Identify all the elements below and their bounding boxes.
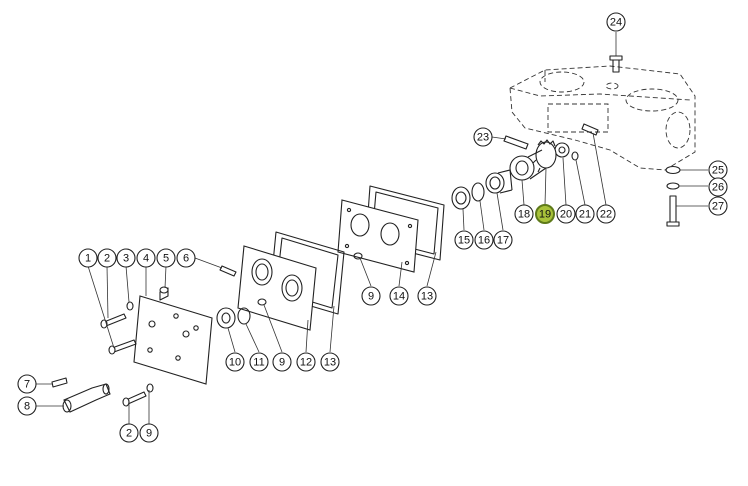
callout-c27[interactable]: 27: [708, 196, 728, 216]
part-6-pin: [219, 265, 237, 277]
callout-number: 13: [421, 291, 433, 303]
callout-number: 27: [712, 201, 724, 213]
callout-number: 25: [712, 165, 724, 177]
callout-c9b[interactable]: 9: [272, 352, 292, 372]
callout-c24[interactable]: 24: [606, 12, 626, 32]
callout-number: 13: [324, 357, 336, 369]
callout-c9c[interactable]: 9: [361, 286, 381, 306]
callout-number: 20: [560, 209, 572, 221]
callout-c14[interactable]: 14: [389, 286, 409, 306]
callout-number: 21: [579, 209, 591, 221]
callout-number: 9: [368, 291, 374, 303]
part-18-bearing: [509, 149, 547, 181]
pump-housing: [509, 65, 696, 171]
callout-c15[interactable]: 15: [454, 230, 474, 250]
callout-number: 8: [24, 401, 30, 413]
part-12-wear-plate: [237, 245, 317, 331]
callout-c1[interactable]: 1: [78, 248, 98, 268]
part-16-o-ring: [471, 182, 485, 202]
callout-c10[interactable]: 10: [225, 352, 245, 372]
part-15-seal: [451, 186, 471, 210]
part-22-pin: [581, 123, 599, 136]
part-25-27-stud-washer-nut: [665, 165, 681, 227]
part-3-washer: [126, 301, 134, 311]
part-9-oring-mid: [257, 298, 267, 306]
part-2-bolt-lower: [122, 391, 147, 407]
callout-number: 2: [126, 428, 132, 440]
part-24-screw: [609, 55, 623, 73]
part-14-plate: [337, 199, 419, 273]
callout-number: 22: [600, 209, 612, 221]
callout-number: 19: [539, 209, 551, 221]
callout-c13a[interactable]: 13: [320, 352, 340, 372]
callout-c7[interactable]: 7: [17, 374, 37, 394]
callout-c12[interactable]: 12: [296, 352, 316, 372]
callout-number: 12: [300, 357, 312, 369]
part-2-bolt-upper: [100, 313, 127, 329]
callout-number: 15: [458, 235, 470, 247]
part-21-small-ring: [571, 151, 579, 161]
callout-number: 7: [24, 379, 30, 391]
callout-number: 4: [143, 253, 149, 265]
callout-number: 17: [497, 235, 509, 247]
callout-c3[interactable]: 3: [116, 248, 136, 268]
part-1-bolt: [108, 339, 137, 355]
callout-number: 26: [712, 182, 724, 194]
part-9-oring-right: [353, 252, 363, 260]
callout-c4[interactable]: 4: [136, 248, 156, 268]
callout-c21[interactable]: 21: [575, 204, 595, 224]
part-8-shaft: [62, 383, 111, 413]
callout-number: 1: [85, 253, 91, 265]
callout-c16[interactable]: 16: [474, 230, 494, 250]
part-7-key: [51, 377, 68, 388]
part-10-washer: [216, 307, 236, 329]
callout-number: 11: [253, 357, 264, 369]
callout-number: 10: [229, 357, 241, 369]
callout-number: 9: [279, 357, 285, 369]
part-9-oring-lower: [146, 383, 154, 393]
callout-number: 14: [393, 291, 405, 303]
part-11-o-ring: [237, 307, 251, 325]
part-17-bushing: [485, 169, 513, 194]
callout-c18[interactable]: 18: [514, 204, 534, 224]
part-19-gear: [532, 139, 557, 173]
callout-number: 16: [478, 235, 490, 247]
callout-c17[interactable]: 17: [493, 230, 513, 250]
leader-lines: [35, 32, 708, 424]
part-4-cover-plate: [133, 295, 213, 385]
callout-c8[interactable]: 8: [17, 396, 37, 416]
callout-c2a[interactable]: 2: [97, 248, 117, 268]
callout-c23[interactable]: 23: [473, 127, 493, 147]
callout-number: 24: [610, 17, 622, 29]
callout-c22[interactable]: 22: [596, 204, 616, 224]
callout-number: 5: [163, 253, 169, 265]
callout-c19[interactable]: 19: [535, 204, 555, 224]
callout-c5[interactable]: 5: [156, 248, 176, 268]
callout-c25[interactable]: 25: [708, 160, 728, 180]
part-5-cap-screw: [159, 286, 169, 301]
callout-number: 23: [477, 132, 489, 144]
callout-number: 6: [183, 253, 189, 265]
callout-number: 3: [123, 253, 129, 265]
callout-number: 9: [146, 428, 152, 440]
callout-c2b[interactable]: 2: [119, 423, 139, 443]
callout-c26[interactable]: 26: [708, 177, 728, 197]
callout-c20[interactable]: 20: [556, 204, 576, 224]
callout-number: 18: [518, 209, 530, 221]
part-23-pin: [503, 135, 529, 150]
callout-c6[interactable]: 6: [176, 248, 196, 268]
callout-c11[interactable]: 11: [249, 352, 269, 372]
callout-number: 2: [104, 253, 110, 265]
callout-c9a[interactable]: 9: [139, 423, 159, 443]
callout-c13b[interactable]: 13: [417, 286, 437, 306]
part-20-washer: [554, 142, 570, 158]
